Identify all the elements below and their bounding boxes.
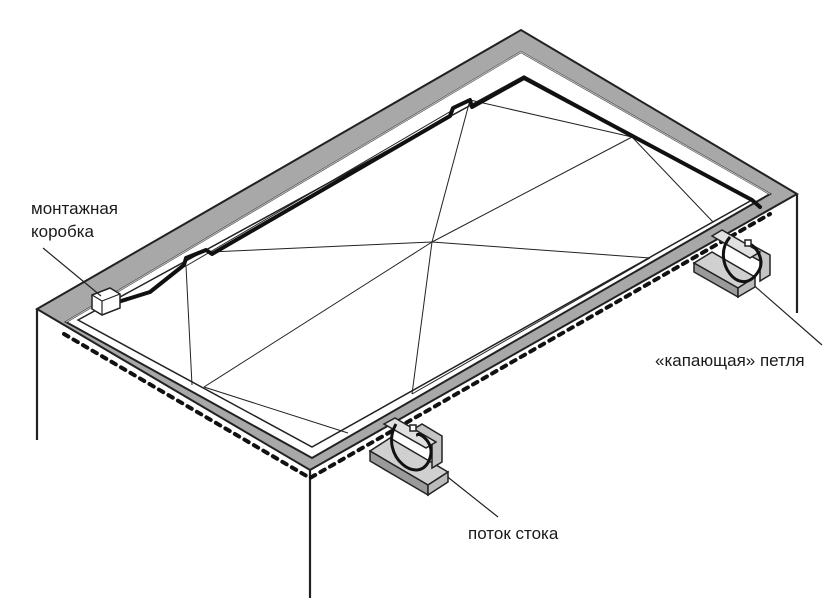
label-drain-flow: поток стока xyxy=(468,524,559,543)
drainage-lines xyxy=(185,99,714,434)
parapet-inner-edge xyxy=(65,51,771,323)
label-junction-box-line2: коробка xyxy=(31,222,95,241)
label-junction-box-line1: монтажная xyxy=(31,199,118,218)
label-junction-box: монтажная коробка xyxy=(31,199,123,241)
heating-cable-front xyxy=(62,212,772,480)
heating-cable-back xyxy=(116,76,762,304)
heating-cable xyxy=(62,76,772,480)
drain-unit-center xyxy=(368,417,450,497)
drain-unit-right xyxy=(692,229,771,299)
building-walls xyxy=(35,194,799,598)
label-drip-loop: «капающая» петля xyxy=(655,351,805,370)
